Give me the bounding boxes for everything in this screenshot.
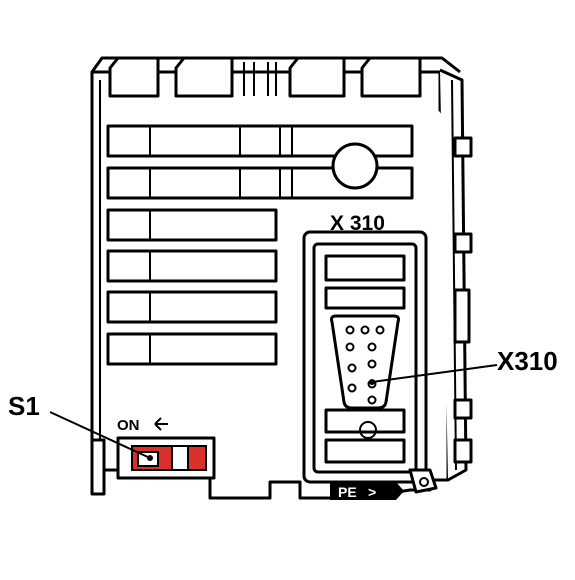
right-arrow-icon: > — [368, 484, 376, 500]
connector-pins — [345, 325, 385, 405]
callout-x310: X310 — [369, 346, 558, 385]
bottom-foot — [90, 438, 438, 496]
pe-badge: PE > — [330, 482, 404, 500]
x310-connector — [302, 230, 428, 484]
connector-header-label: X 310 — [330, 212, 385, 235]
s1-label: S1 — [8, 391, 40, 421]
left-arrow-icon — [154, 417, 168, 431]
switch-s1: ON — [116, 417, 216, 480]
callout-s1: S1 — [8, 391, 153, 461]
x310-label: X310 — [497, 346, 558, 376]
top-latches — [108, 56, 422, 98]
switch-on-label: ON — [117, 417, 140, 434]
pe-label: PE — [338, 484, 357, 500]
vent-slots — [106, 124, 414, 366]
